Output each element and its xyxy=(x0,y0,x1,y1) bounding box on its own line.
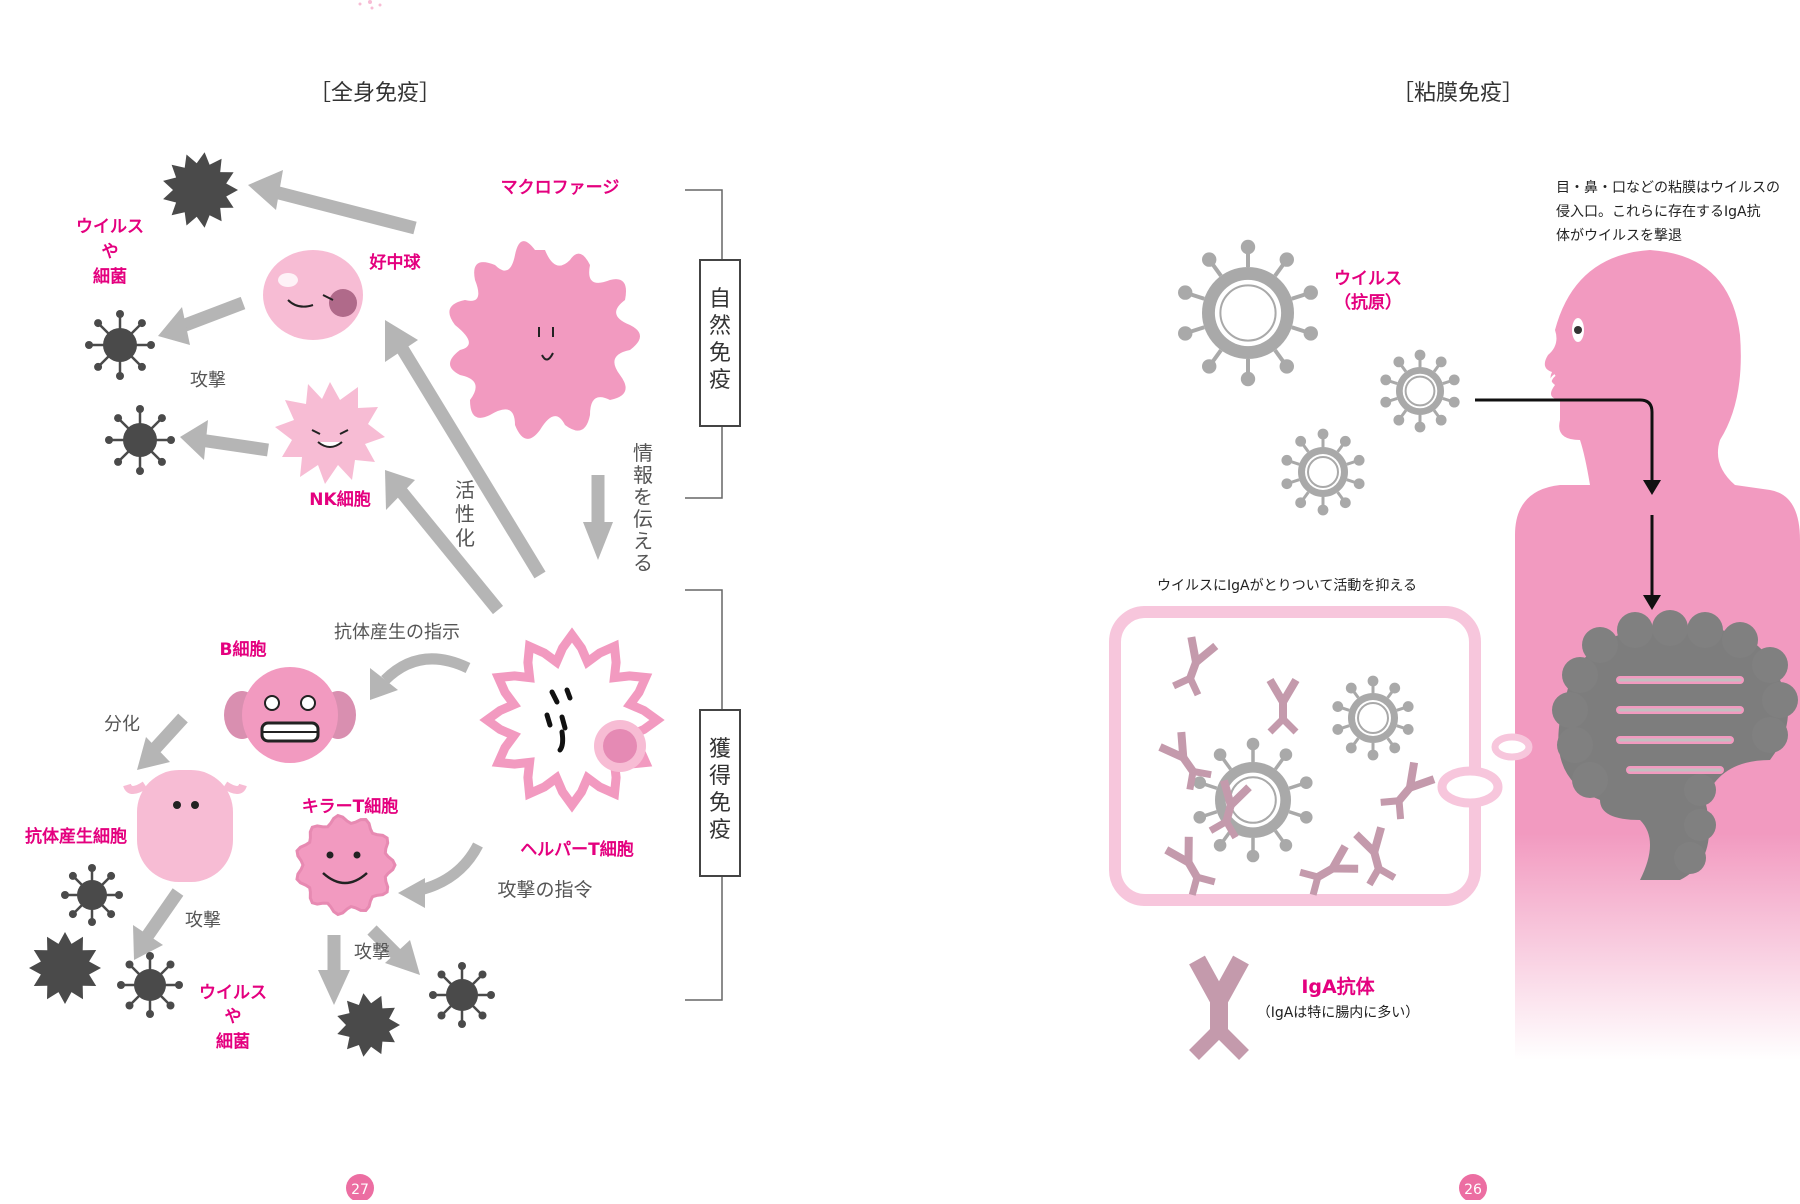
virus-icon xyxy=(1178,239,1318,387)
virus-body xyxy=(103,328,137,362)
iga-antibody-icon xyxy=(1158,731,1212,791)
right-page-title: ［粘膜免疫］ xyxy=(1392,81,1524,106)
virus-bacteria-top-line-3: 細菌 xyxy=(93,266,127,287)
virus-icon xyxy=(61,864,123,926)
bacteria-icon xyxy=(337,993,400,1057)
iga-antibody-icon xyxy=(1208,779,1252,840)
iga-note: （IgAは特に腸内に多い） xyxy=(1257,1004,1420,1021)
virus-antigen-label-2: （抗原） xyxy=(1334,292,1402,313)
virus-antigen-label-1: ウイルス xyxy=(1334,269,1402,289)
mucosa-note-line-3: 体がウイルスを撃退 xyxy=(1556,228,1682,244)
top-decoration xyxy=(358,0,382,10)
gray-arrows xyxy=(140,185,605,975)
nk-cell-icon xyxy=(275,382,385,484)
right-page-number-badge xyxy=(1459,1174,1487,1202)
iga-label: IgA抗体 xyxy=(1301,975,1375,998)
iga-antibody-icon xyxy=(1172,636,1219,697)
antibody-instruction-label: 抗体産生の指示 xyxy=(334,622,460,643)
pass-info-label: 情報を伝える xyxy=(633,441,653,575)
iga-antibody-icon xyxy=(1353,826,1397,887)
intestine-icon xyxy=(1552,610,1798,880)
bacteria-icon xyxy=(163,152,238,228)
attack-label-1: 攻撃 xyxy=(190,370,226,391)
attack-label-3: 攻撃 xyxy=(354,942,390,963)
zoom-connector-small xyxy=(1491,733,1533,761)
virus-icon xyxy=(429,962,495,1028)
virus-bacteria-bottom-line-2: や xyxy=(225,1007,242,1027)
virus-body xyxy=(123,423,157,457)
right-page-number: 26 xyxy=(1464,1182,1482,1198)
iga-antibody-icon xyxy=(1266,677,1300,735)
killer-t-label: キラーT細胞 xyxy=(302,796,399,817)
virus-bacteria-top-line-1: ウイルス xyxy=(76,217,144,237)
b-cell-icon xyxy=(224,667,356,763)
virus-icon xyxy=(85,310,155,380)
attack-order-label: 攻撃の指令 xyxy=(497,879,592,901)
virus-body xyxy=(134,969,166,1001)
gray-arrowheads xyxy=(133,170,613,1005)
bacteria-icon xyxy=(29,932,101,1004)
helper-t-icon xyxy=(479,627,665,813)
iga-antibody-icon xyxy=(1164,836,1216,896)
virus-icon xyxy=(1332,675,1414,761)
bacteria-body xyxy=(337,993,400,1057)
macrophage-icon xyxy=(449,241,640,439)
virus-bacteria-bottom-line-1: ウイルス xyxy=(199,983,267,1003)
virus-icon xyxy=(1380,349,1460,433)
innate-box xyxy=(699,259,741,427)
left-page-title: ［全身免疫］ xyxy=(309,81,441,106)
killer-t-icon xyxy=(295,813,397,917)
acquired-box xyxy=(699,709,741,877)
nk-cell-label: NK細胞 xyxy=(309,489,370,510)
neutrophil-label: 好中球 xyxy=(369,252,422,273)
iga-antibody-icon xyxy=(1380,761,1436,820)
curved-arrows xyxy=(381,653,483,896)
svg-text:活性化: 活性化 xyxy=(455,478,475,550)
mucosa-note-line-2: 侵入口。これらに存在するIgA抗 xyxy=(1556,203,1761,220)
virus-icon xyxy=(117,952,183,1018)
svg-text:情報を伝える: 情報を伝える xyxy=(633,441,653,575)
virus-icon xyxy=(105,405,175,475)
antibody-producing-cell-label: 抗体産生細胞 xyxy=(25,826,127,847)
differentiate-label: 分化 xyxy=(104,714,140,735)
zoom-connector-large xyxy=(1437,766,1503,808)
left-page-number-badge xyxy=(346,1174,374,1202)
macrophage-label: マクロファージ xyxy=(501,178,620,198)
attack-label-2: 攻撃 xyxy=(185,910,221,931)
innate-label: 自然免疫 xyxy=(709,287,731,393)
bacteria-body xyxy=(163,152,238,228)
b-cell-label: B細胞 xyxy=(220,639,267,660)
neutrophil-icon xyxy=(263,250,363,340)
virus-icon xyxy=(1193,737,1313,863)
virus-bacteria-top-line-2: や xyxy=(102,242,119,262)
left-page-number: 27 xyxy=(351,1182,369,1198)
virus-body xyxy=(77,880,107,910)
acquired-label: 獲得免疫 xyxy=(709,737,731,843)
virus-bacteria-bottom-line-3: 細菌 xyxy=(216,1031,250,1052)
plasma-cell-icon xyxy=(123,770,247,882)
zoom-caption: ウイルスにIgAがとりついて活動を抑える xyxy=(1157,578,1417,594)
activate-label: 活性化 xyxy=(455,478,475,550)
virus-icon xyxy=(1281,428,1365,516)
zoom-box xyxy=(1109,606,1481,906)
entry-arrow xyxy=(1475,398,1654,595)
helper-t-label: ヘルパーT細胞 xyxy=(520,839,634,860)
iga-antibody-icon xyxy=(1299,844,1359,896)
virus-body xyxy=(446,979,478,1011)
mucosa-note-line-1: 目・鼻・口などの粘膜はウイルスの xyxy=(1556,179,1780,196)
bacteria-body xyxy=(29,932,101,1004)
iga-antibodies xyxy=(1158,636,1436,896)
iga-antibody-icon xyxy=(1189,955,1249,1060)
